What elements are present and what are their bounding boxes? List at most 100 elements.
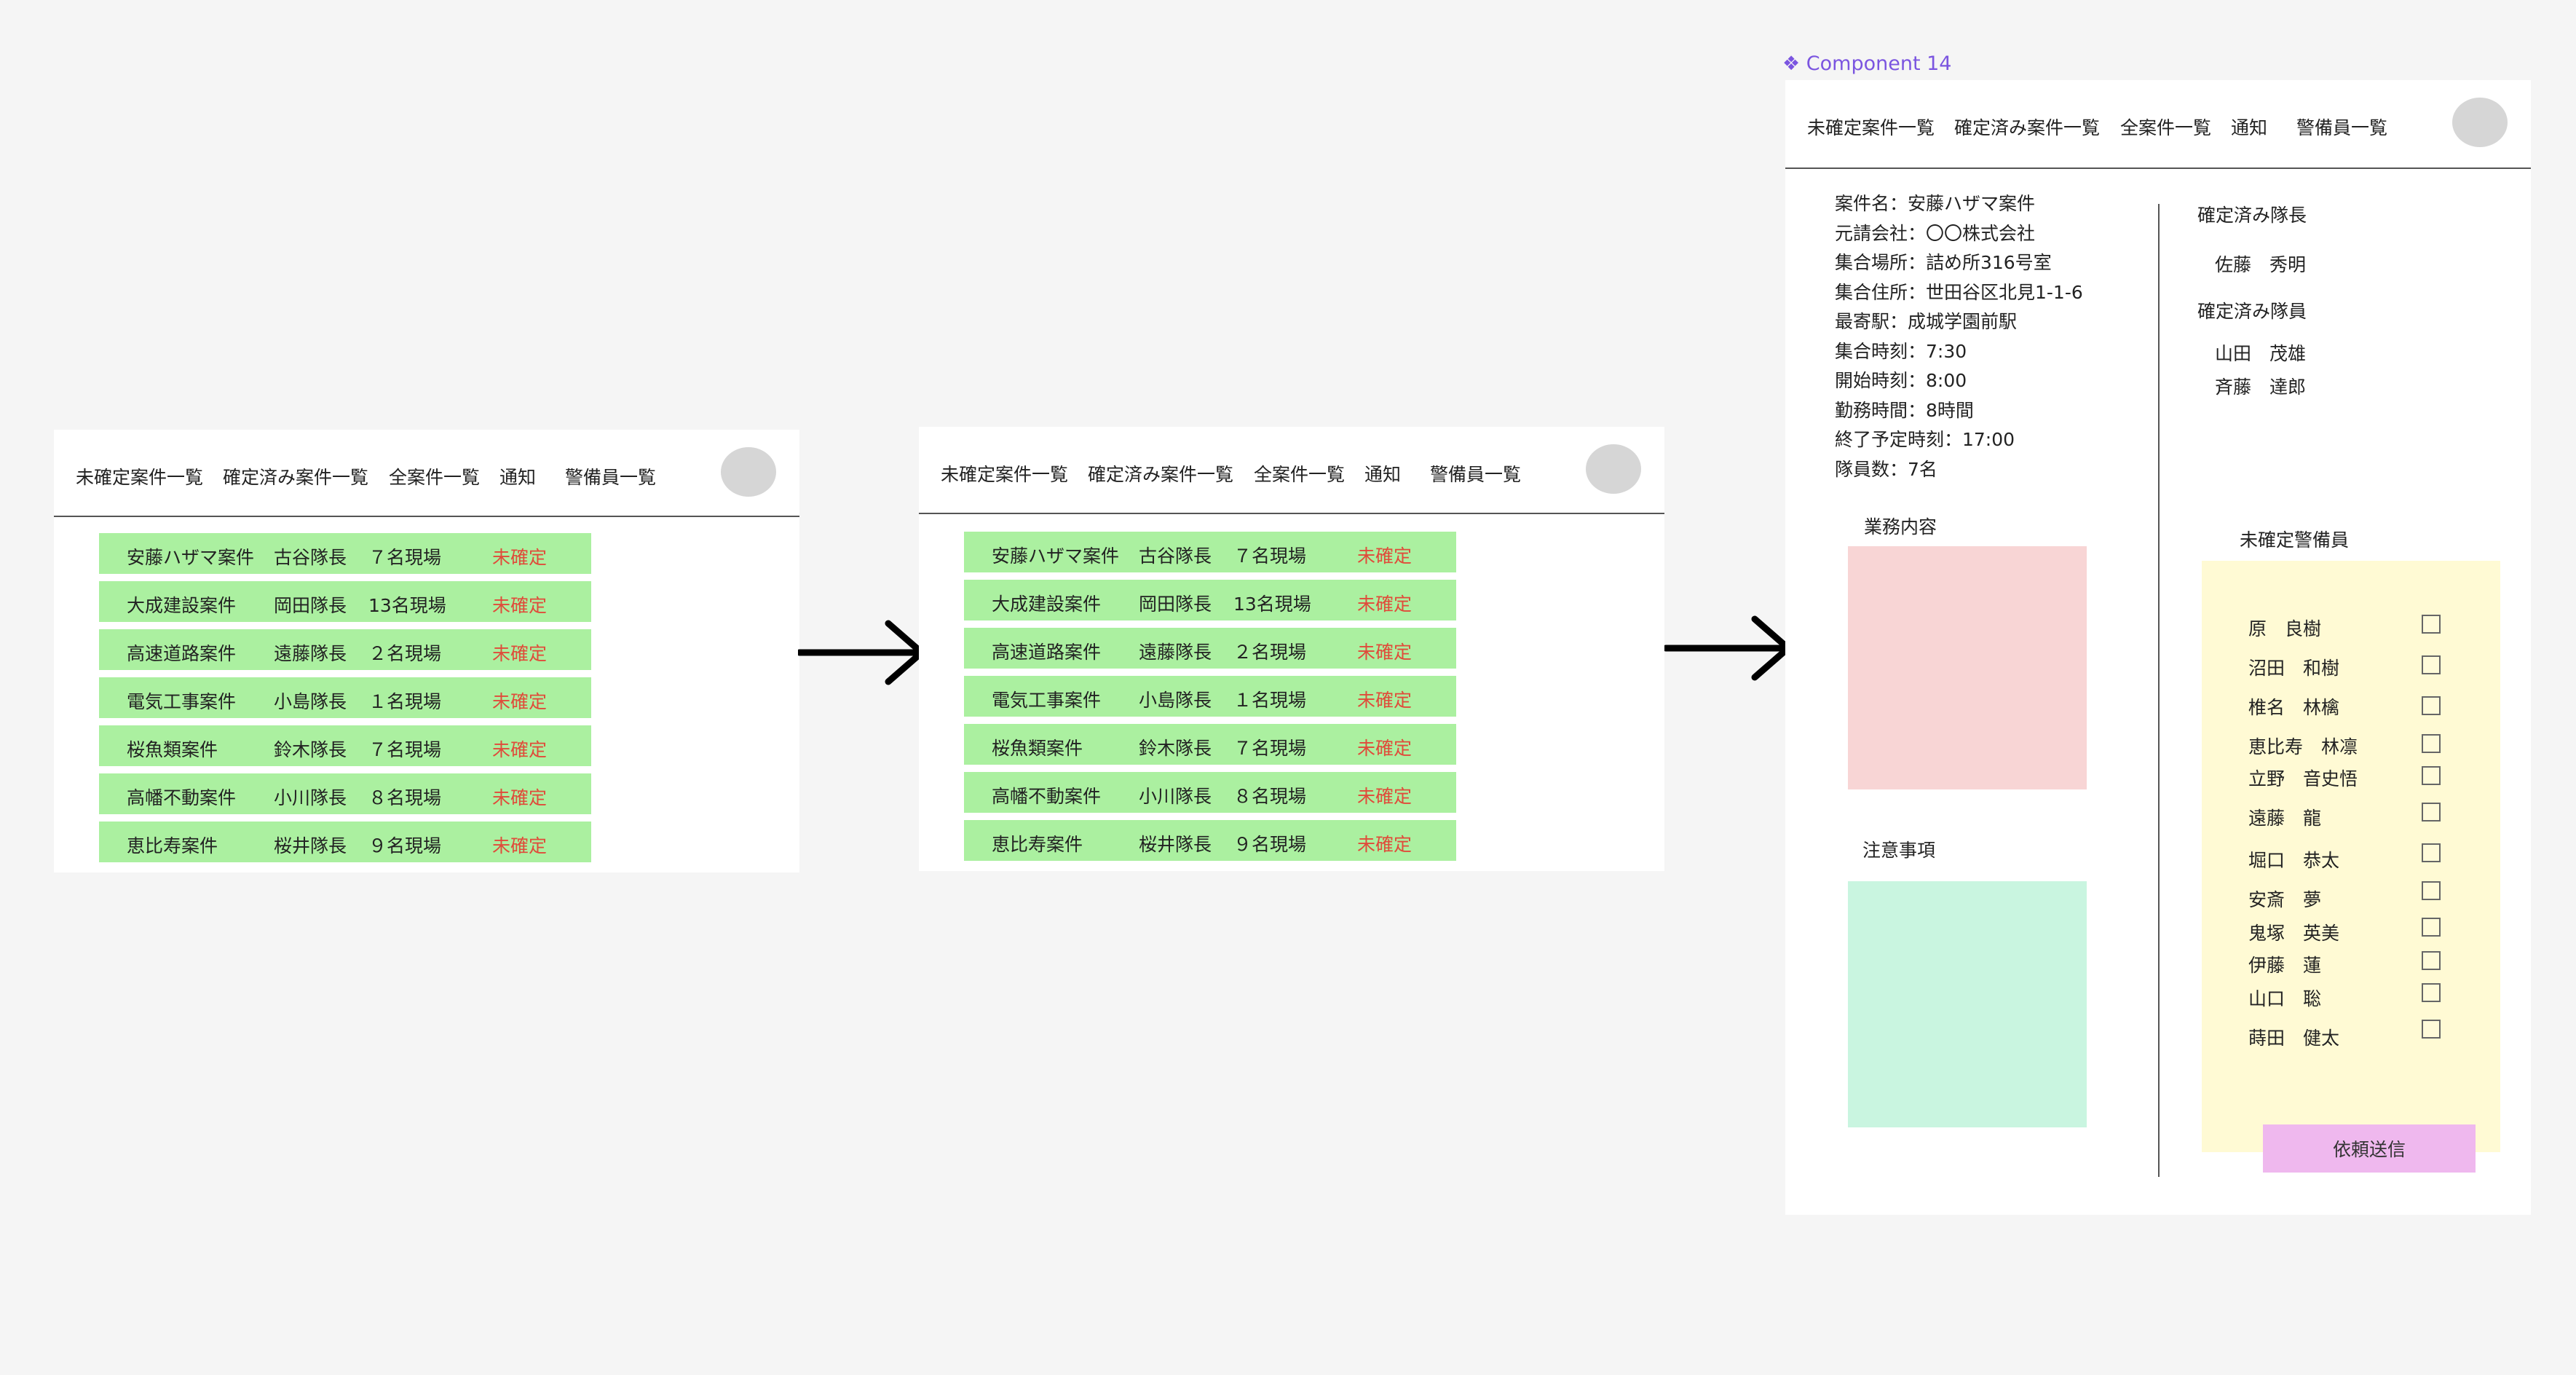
guard-checkbox[interactable] xyxy=(2422,655,2441,674)
guard-name: 恵比寿 林凛 xyxy=(2248,736,2358,757)
case-info-line: 元請会社：〇〇株式会社 xyxy=(1835,223,2036,244)
guard-checkbox[interactable] xyxy=(2422,918,2441,937)
guard-checkbox[interactable] xyxy=(2422,881,2441,900)
guard-name: 原 良樹 xyxy=(2248,618,2322,639)
case-leader: 鈴木隊長 xyxy=(1139,738,1212,759)
flow-arrow-right-icon xyxy=(798,620,925,685)
guard-name: 沼田 和樹 xyxy=(2248,658,2340,679)
nav-confirmed-cases[interactable]: 確定済み案件一覧 xyxy=(1088,464,1234,485)
guard-checkbox[interactable] xyxy=(2422,1020,2441,1039)
case-status: 未確定 xyxy=(1357,545,1413,567)
nav-confirmed-cases[interactable]: 確定済み案件一覧 xyxy=(223,467,369,488)
case-name: 桜魚類案件 xyxy=(127,739,218,760)
case-leader: 遠藤隊長 xyxy=(274,643,347,664)
guard-name: 蒔田 健太 xyxy=(2248,1028,2340,1049)
case-leader: 小川隊長 xyxy=(1139,786,1212,807)
nav-guard-list[interactable]: 警備員一覧 xyxy=(2296,117,2388,138)
case-leader: 桜井隊長 xyxy=(274,835,347,856)
guard-name: 立野 音史悟 xyxy=(2248,768,2358,789)
nav-unconfirmed-cases[interactable]: 未確定案件一覧 xyxy=(941,464,1069,485)
nav-confirmed-cases[interactable]: 確定済み案件一覧 xyxy=(1954,117,2101,138)
guard-checkbox[interactable] xyxy=(2422,696,2441,715)
case-status: 未確定 xyxy=(492,739,548,760)
guard-checkbox[interactable] xyxy=(2422,843,2441,862)
guard-checkbox[interactable] xyxy=(2422,951,2441,970)
case-count: ２名現場 xyxy=(1233,642,1307,663)
case-status: 未確定 xyxy=(1357,834,1413,855)
case-count: ９名現場 xyxy=(368,835,442,856)
case-name: 恵比寿案件 xyxy=(127,835,218,856)
nav-notifications[interactable]: 通知 xyxy=(499,467,537,488)
case-count: ２名現場 xyxy=(368,643,442,664)
guard-name: 遠藤 龍 xyxy=(2248,808,2322,829)
send-request-button[interactable]: 依頼送信 xyxy=(2263,1124,2476,1173)
case-count: １名現場 xyxy=(368,691,442,712)
confirmed-member-name: 山田 茂雄 xyxy=(2215,343,2307,364)
guard-checkbox[interactable] xyxy=(2422,615,2441,634)
case-detail-frame: 未確定案件一覧 確定済み案件一覧 全案件一覧 通知 警備員一覧 案件名：安藤ハザ… xyxy=(1785,80,2531,1215)
guard-checkbox[interactable] xyxy=(2422,983,2441,1002)
avatar[interactable] xyxy=(2452,98,2508,147)
confirmed-member-name: 斉藤 達郎 xyxy=(2215,377,2307,398)
case-name: 大成建設案件 xyxy=(127,595,237,616)
top-nav: 未確定案件一覧 確定済み案件一覧 全案件一覧 通知 警備員一覧 xyxy=(54,430,799,517)
guard-name: 鬼塚 英美 xyxy=(2248,923,2340,944)
case-status: 未確定 xyxy=(492,835,548,856)
work-content-label: 業務内容 xyxy=(1864,516,1937,537)
nav-notifications[interactable]: 通知 xyxy=(1364,464,1402,485)
nav-notifications[interactable]: 通知 xyxy=(2231,117,2268,138)
nav-all-cases[interactable]: 全案件一覧 xyxy=(389,467,481,488)
nav-guard-list[interactable]: 警備員一覧 xyxy=(565,467,657,488)
case-count: ７名現場 xyxy=(368,739,442,760)
guard-checkbox[interactable] xyxy=(2422,803,2441,822)
guard-checkbox[interactable] xyxy=(2422,734,2441,753)
nav-unconfirmed-cases[interactable]: 未確定案件一覧 xyxy=(76,467,204,488)
nav-unconfirmed-cases[interactable]: 未確定案件一覧 xyxy=(1807,117,1935,138)
case-leader: 小島隊長 xyxy=(274,691,347,712)
case-row[interactable]: 電気工事案件 小島隊長 １名現場 未確定 xyxy=(99,677,591,718)
avatar[interactable] xyxy=(721,447,776,497)
case-leader: 鈴木隊長 xyxy=(274,739,347,760)
case-name: 安藤ハザマ案件 xyxy=(127,547,255,568)
notes-label: 注意事項 xyxy=(1862,840,1936,861)
case-list-frame-2: 未確定案件一覧 確定済み案件一覧 全案件一覧 通知 警備員一覧 安藤ハザマ案件古… xyxy=(919,427,1664,871)
nav-all-cases[interactable]: 全案件一覧 xyxy=(2120,117,2212,138)
case-name: 高速道路案件 xyxy=(127,643,237,664)
case-name: 恵比寿案件 xyxy=(992,834,1083,855)
case-count: 13名現場 xyxy=(368,595,446,616)
component-label: ❖ Component 14 xyxy=(1782,52,1952,75)
top-nav: 未確定案件一覧 確定済み案件一覧 全案件一覧 通知 警備員一覧 xyxy=(919,427,1664,514)
confirmed-leader-name: 佐藤 秀明 xyxy=(2215,254,2307,275)
avatar[interactable] xyxy=(1586,444,1641,494)
case-count: ８名現場 xyxy=(1233,786,1307,807)
nav-all-cases[interactable]: 全案件一覧 xyxy=(1254,464,1346,485)
notes-box[interactable] xyxy=(1848,881,2087,1127)
case-count: ７名現場 xyxy=(368,547,442,568)
case-status: 未確定 xyxy=(1357,690,1413,711)
case-leader: 岡田隊長 xyxy=(1139,594,1212,615)
case-status: 未確定 xyxy=(492,691,548,712)
case-name: 高速道路案件 xyxy=(992,642,1102,663)
work-content-box[interactable] xyxy=(1848,546,2087,789)
case-count: ８名現場 xyxy=(368,787,442,808)
case-row[interactable]: 恵比寿案件 桜井隊長 ９名現場 未確定 xyxy=(99,822,591,862)
guard-name: 椎名 林檎 xyxy=(2248,697,2340,718)
case-row[interactable]: 桜魚類案件 鈴木隊長 ７名現場 未確定 xyxy=(99,725,591,766)
case-list-frame-1: 未確定案件一覧 確定済み案件一覧 全案件一覧 通知 警備員一覧 安藤ハザマ案件古… xyxy=(54,430,799,872)
guard-checkbox[interactable] xyxy=(2422,766,2441,785)
case-count: １名現場 xyxy=(1233,690,1307,711)
case-name: 電気工事案件 xyxy=(127,691,237,712)
nav-guard-list[interactable]: 警備員一覧 xyxy=(1430,464,1522,485)
unconfirmed-guards-label: 未確定警備員 xyxy=(2240,529,2350,551)
